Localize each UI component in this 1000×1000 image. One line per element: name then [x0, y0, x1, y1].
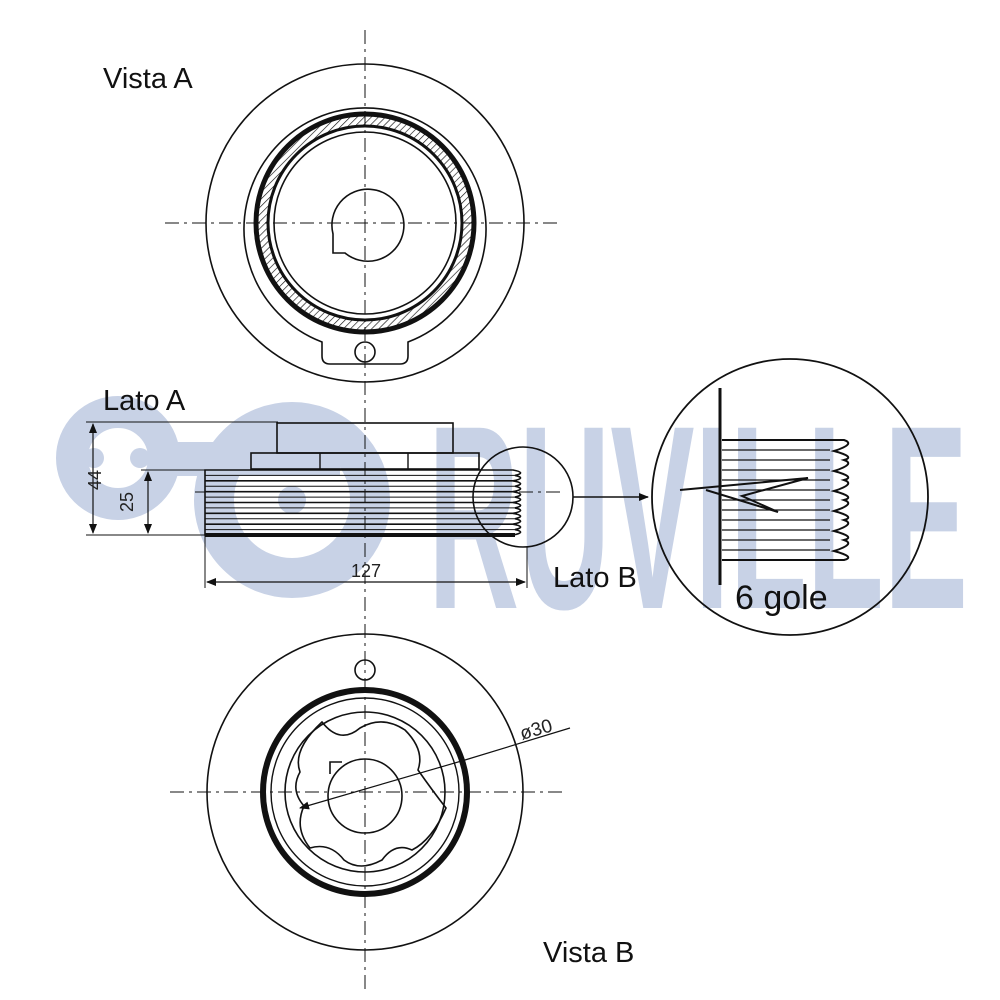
side-view-drawing [195, 422, 649, 548]
dimension-44: 44 [85, 421, 278, 536]
view-a-ring-inner-edge [266, 124, 464, 322]
groove-detail-circle [651, 358, 929, 636]
view-b-lobed-hub [295, 720, 447, 867]
grooves-count-label: 6 gole [735, 579, 828, 617]
view-b-bore-keyway [329, 761, 342, 774]
view-b-center-bore [327, 758, 403, 834]
view-a-tab-hole [354, 341, 376, 363]
view-a-label: Vista A [103, 63, 193, 95]
groove-profile-outline [722, 439, 850, 561]
dimension-25: 25 [117, 469, 205, 534]
groove-detail-profile [722, 439, 850, 561]
view-a-drawing [165, 63, 560, 383]
view-a-center-bore-with-keyway [331, 188, 405, 263]
view-a-outer-rim [205, 63, 525, 383]
dimension-25-text: 25 [117, 492, 137, 512]
dimension-127-text: 127 [351, 561, 381, 581]
view-b-dark-ring [260, 687, 470, 897]
groove-detail-break-line [679, 477, 809, 513]
dimension-44-text: 44 [85, 470, 105, 490]
view-b-outer-rim [206, 633, 524, 951]
side-view-hub-step [250, 452, 480, 470]
view-b-tab-hole [354, 659, 376, 681]
side-a-label: Lato A [103, 385, 186, 417]
view-b-bore-dimension-leader [299, 727, 571, 810]
view-b-drawing: ø30 [170, 633, 571, 951]
view-a-hatched-ring [256, 114, 474, 332]
side-view-grooved-belt [204, 469, 522, 537]
view-b-ring-inner [270, 697, 460, 887]
dimension-127: 127 [204, 535, 528, 588]
side-b-label: Lato B [553, 562, 637, 594]
view-b-label: Vista B [543, 937, 634, 969]
view-a-hub-circle [273, 131, 457, 315]
ruville-wordmark: RUVILLE [428, 371, 968, 664]
view-b-hub-circle [284, 711, 446, 873]
view-a-inner-housing [243, 107, 487, 365]
groove-detail: 6 gole [651, 358, 929, 636]
view-a-dark-ring [253, 111, 477, 335]
bore-diameter-text: ø30 [518, 716, 555, 745]
